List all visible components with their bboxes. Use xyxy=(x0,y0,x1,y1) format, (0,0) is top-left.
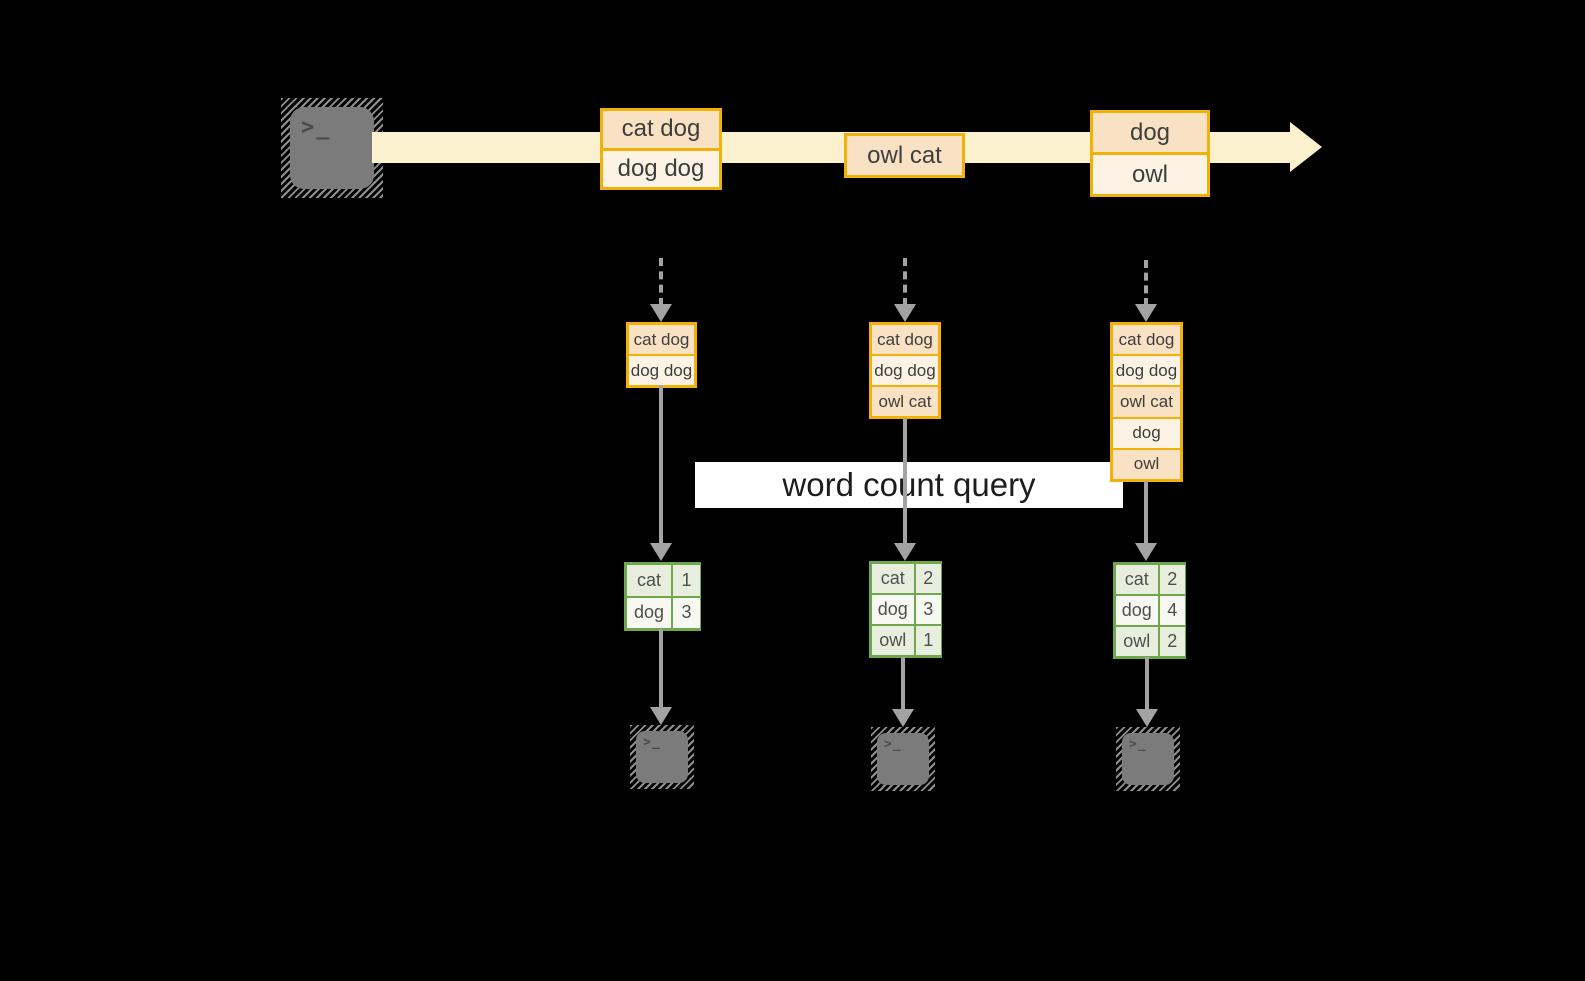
batch-stack-1: cat dog dog dog xyxy=(626,322,697,388)
count-cell: 2 xyxy=(915,564,941,593)
batch-cell: dog dog xyxy=(872,354,938,385)
terminal-prompt-glyph: >_ xyxy=(301,115,332,140)
batch-stack-2: cat dog dog dog owl cat xyxy=(869,322,941,419)
arrow-head-icon xyxy=(650,543,672,561)
event-cell: owl xyxy=(1093,152,1207,194)
count-cell: 3 xyxy=(915,595,941,624)
count-cell: 2 xyxy=(1159,565,1185,594)
event-cell: owl cat xyxy=(847,136,962,175)
arrow-line xyxy=(659,629,663,709)
count-cell: 2 xyxy=(1159,627,1185,656)
terminal-icon: >_ xyxy=(630,725,694,789)
count-cell: 4 xyxy=(1159,596,1185,625)
wordcount-table-3: cat 2 dog 4 owl 2 xyxy=(1113,562,1186,659)
terminal-icon: >_ xyxy=(1116,727,1180,791)
word-cell: cat xyxy=(627,565,672,596)
event-cell: dog xyxy=(1093,113,1207,152)
terminal-screen: >_ xyxy=(290,107,374,189)
batch-cell: owl cat xyxy=(872,385,938,416)
query-label: word count query xyxy=(782,466,1036,503)
dashed-arrow-line xyxy=(903,258,907,306)
count-cell: 3 xyxy=(673,597,700,628)
arrow-line xyxy=(903,418,907,543)
word-cell: dog xyxy=(627,597,672,628)
terminal-prompt-glyph: >_ xyxy=(1129,737,1147,752)
batch-cell: cat dog xyxy=(1113,325,1180,355)
word-cell: owl xyxy=(1116,627,1158,656)
dashed-arrow-head-icon xyxy=(650,304,672,322)
event-box-1: cat dog dog dog xyxy=(600,108,722,190)
batch-cell: dog xyxy=(1113,416,1180,448)
query-label-box: word count query xyxy=(695,462,1123,508)
batch-cell: cat dog xyxy=(872,325,938,354)
arrow-head-icon xyxy=(650,707,672,725)
word-cell: cat xyxy=(1116,565,1158,594)
dashed-arrow-line xyxy=(1144,260,1148,306)
terminal-icon: >_ xyxy=(871,727,935,791)
terminal-prompt-glyph: >_ xyxy=(643,735,661,750)
terminal-icon: >_ xyxy=(281,98,383,198)
arrow-line xyxy=(659,385,663,543)
terminal-screen: >_ xyxy=(1122,733,1174,785)
arrow-head-icon xyxy=(892,709,914,727)
terminal-screen: >_ xyxy=(877,733,929,785)
word-cell: owl xyxy=(872,626,914,655)
batch-cell: dog dog xyxy=(1113,354,1180,386)
wordcount-table-1: cat 1 dog 3 xyxy=(624,562,701,631)
batch-cell: owl cat xyxy=(1113,385,1180,417)
event-cell: cat dog xyxy=(603,111,719,148)
terminal-prompt-glyph: >_ xyxy=(884,737,902,752)
batch-cell: dog dog xyxy=(629,354,694,385)
arrow-line xyxy=(1144,481,1148,543)
wordcount-table-2: cat 2 dog 3 owl 1 xyxy=(869,561,942,658)
count-cell: 1 xyxy=(673,565,700,596)
dashed-arrow-line xyxy=(659,258,663,306)
arrow-head-icon xyxy=(1136,709,1158,727)
count-cell: 1 xyxy=(915,626,941,655)
stream-arrowhead-icon xyxy=(1290,122,1322,172)
terminal-screen: >_ xyxy=(636,731,688,783)
arrow-line xyxy=(901,657,905,710)
batch-cell: cat dog xyxy=(629,325,694,354)
arrow-head-icon xyxy=(894,543,916,561)
event-box-2: owl cat xyxy=(844,133,965,178)
batch-stack-3: cat dog dog dog owl cat dog owl xyxy=(1110,322,1183,482)
batch-cell: owl xyxy=(1113,447,1180,480)
dashed-arrow-head-icon xyxy=(894,304,916,322)
word-cell: dog xyxy=(1116,596,1158,625)
event-cell: dog dog xyxy=(603,147,719,187)
word-cell: dog xyxy=(872,595,914,624)
event-box-3: dog owl xyxy=(1090,110,1210,197)
dashed-arrow-head-icon xyxy=(1135,304,1157,322)
word-cell: cat xyxy=(872,564,914,593)
arrow-line xyxy=(1145,657,1149,710)
arrow-head-icon xyxy=(1135,543,1157,561)
